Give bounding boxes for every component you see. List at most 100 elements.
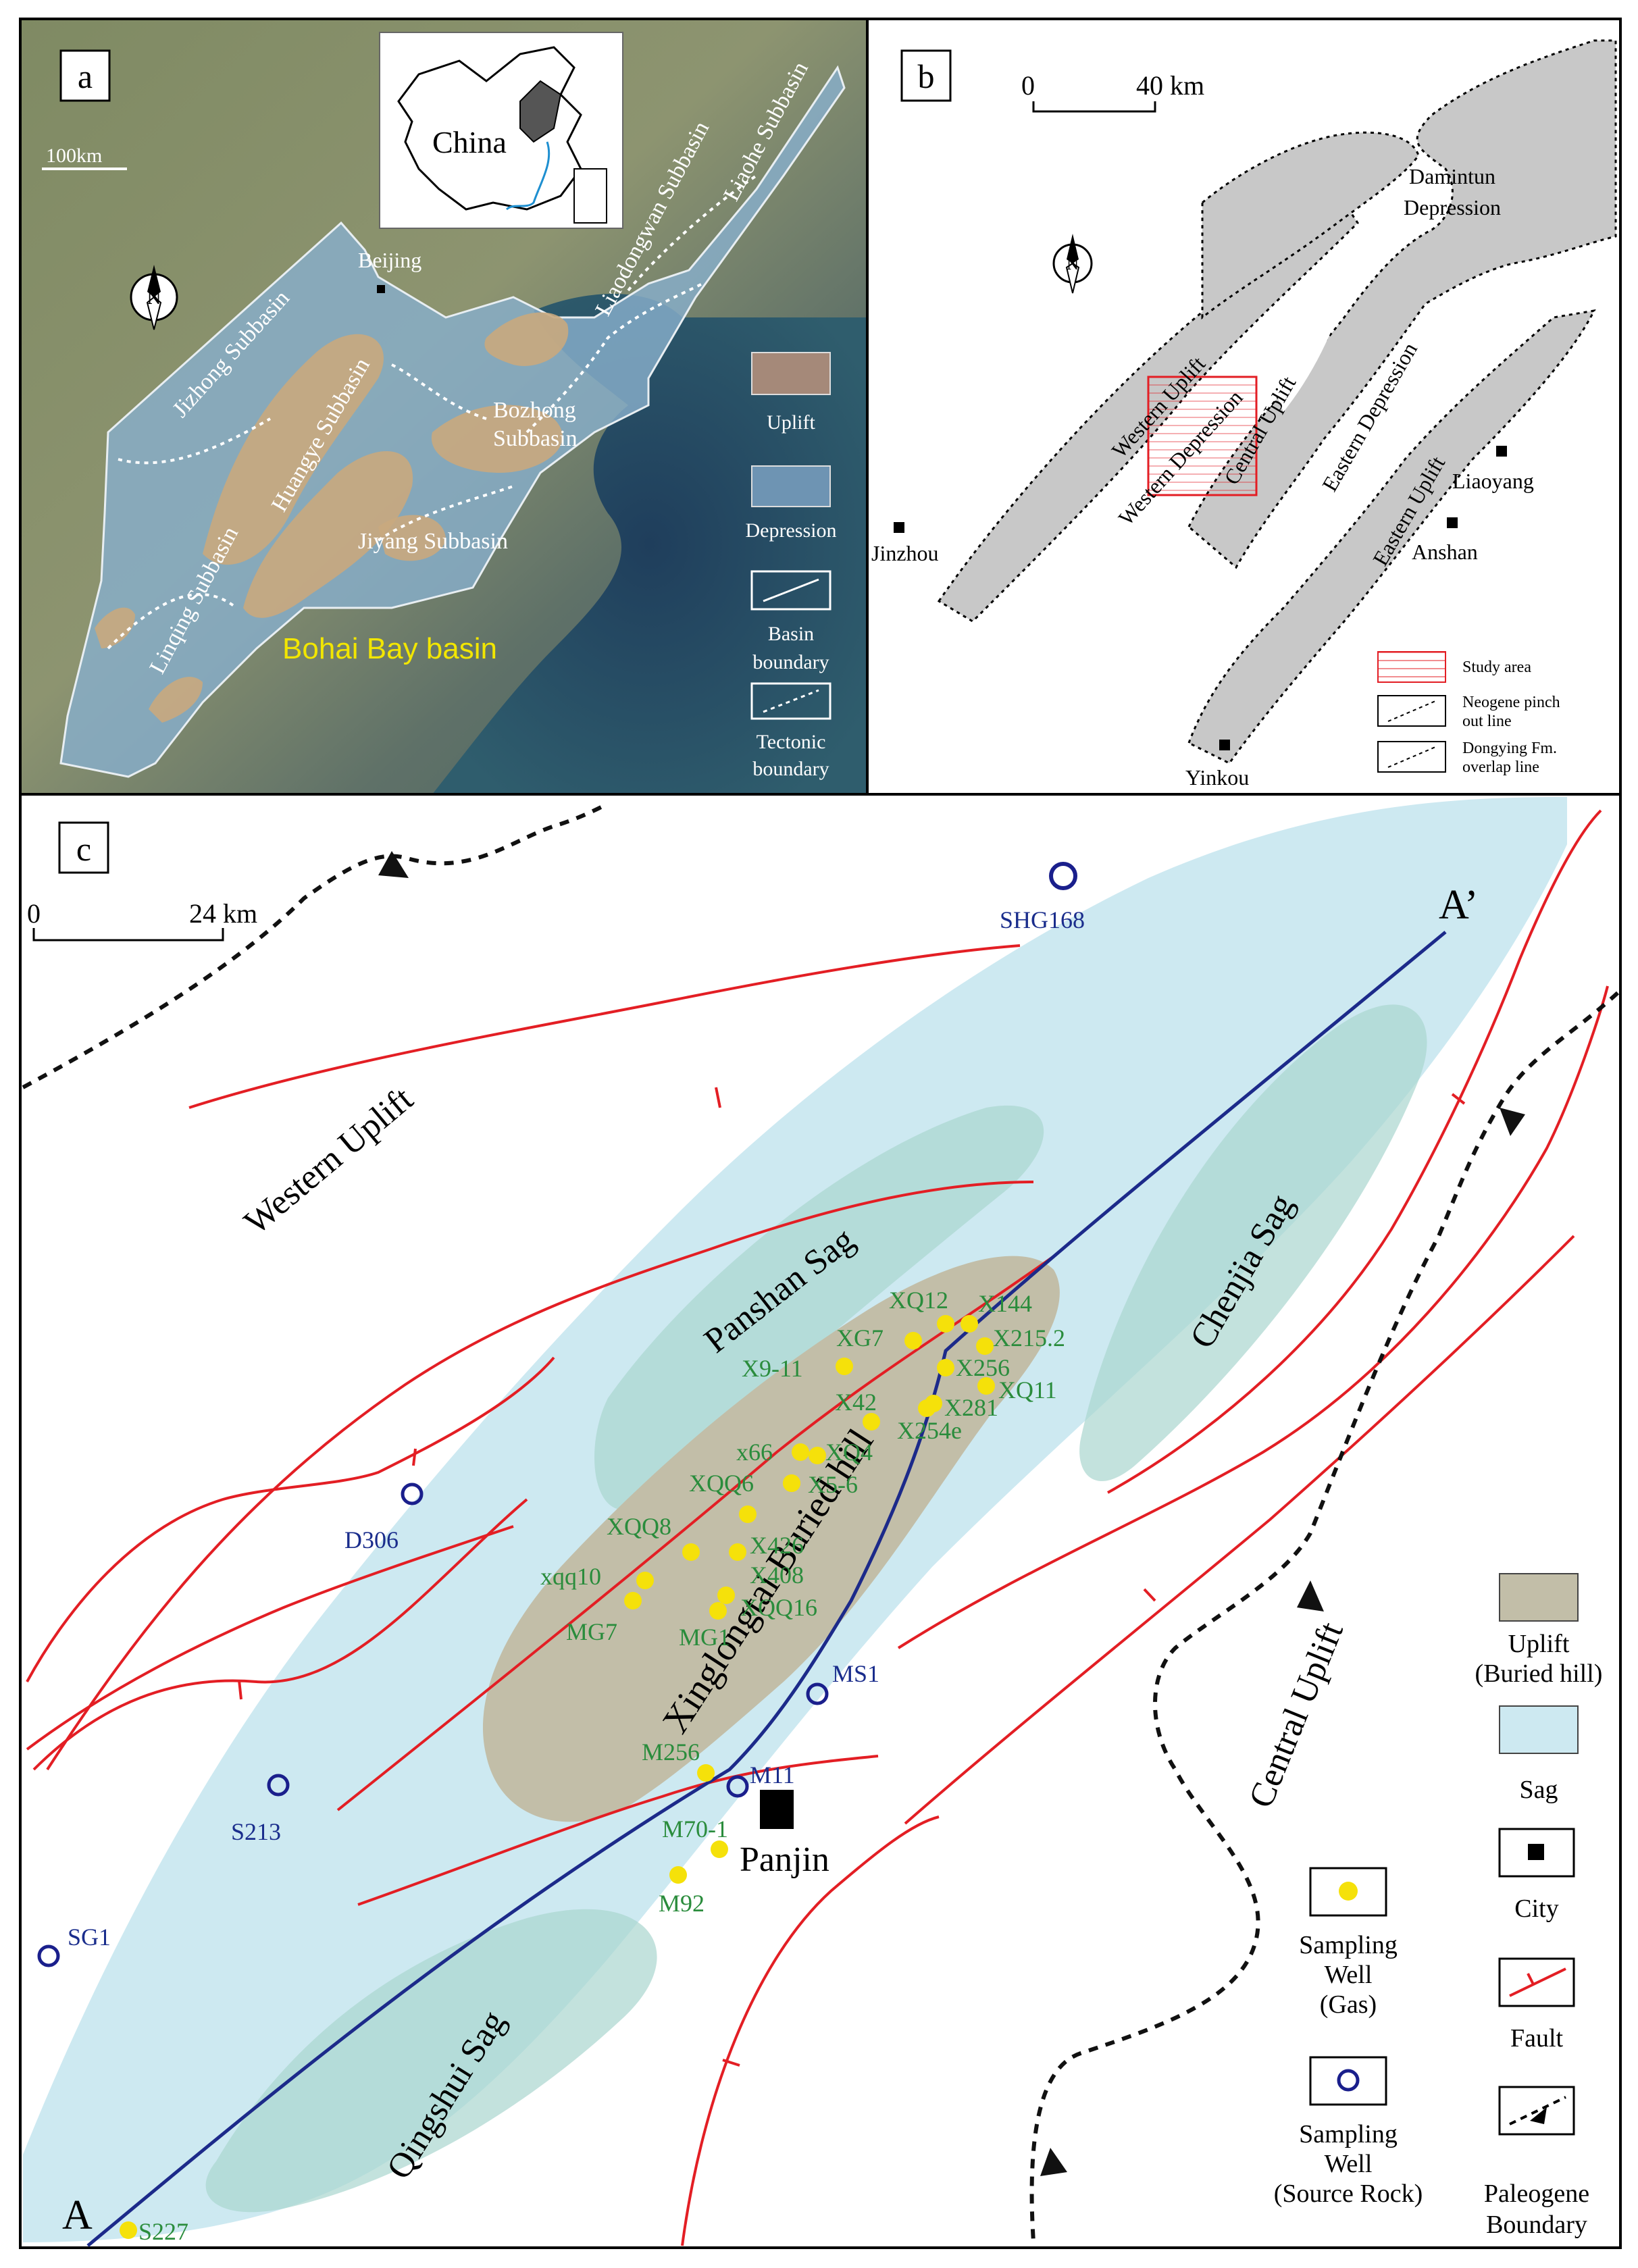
gas-wells: XQ12 X144 XG7 X215.2 X9-11 X256 X42 X281…	[120, 1287, 1065, 2245]
uplift-patches	[95, 312, 569, 723]
label-bozhong-2: Subbasin	[493, 426, 578, 451]
city-yinkou: Yinkou	[1185, 765, 1249, 790]
city-beijing: Beijing	[358, 248, 421, 272]
svg-text:X254e: X254e	[897, 1417, 962, 1444]
svg-text:M11: M11	[750, 1761, 795, 1788]
panel-c-scale-zero: 0	[27, 898, 41, 929]
inset-label-china: China	[432, 125, 507, 159]
well-x144: X144	[961, 1290, 1032, 1333]
xinglongtai-buried-hill	[482, 1256, 1060, 1822]
city-jinzhou: Jinzhou	[871, 541, 939, 565]
legend-fault: Fault	[1510, 2024, 1564, 2053]
well-s213: S213	[231, 1774, 290, 1845]
well-d306: D306	[344, 1483, 424, 1553]
svg-text:M256: M256	[642, 1738, 700, 1766]
fault-2	[26, 1525, 514, 1751]
well-mg1: MG1	[679, 1602, 730, 1651]
section-start-label: A	[62, 2192, 93, 2238]
paleogene-boundaries	[22, 802, 1620, 2243]
svg-text:X42: X42	[835, 1389, 877, 1416]
svg-text:XQQ6: XQQ6	[689, 1470, 754, 1497]
well-xqq16: XQQ16	[717, 1587, 817, 1621]
svg-text:x66: x66	[736, 1439, 773, 1466]
legend-uplift-2: (Buried hill)	[1475, 1659, 1603, 1688]
well-mg7: MG7	[566, 1592, 642, 1645]
label-damintun-2: Depression	[1404, 195, 1501, 220]
svg-text:X144: X144	[978, 1290, 1032, 1317]
legend-basin-boundary-2: boundary	[752, 651, 829, 673]
panel-c-scale-label: 24 km	[189, 898, 257, 929]
well-xq11: XQ11	[977, 1376, 1057, 1403]
svg-text:SHG168: SHG168	[1000, 906, 1085, 933]
north-arrow-icon: N	[130, 265, 178, 330]
panjin-marker	[760, 1790, 794, 1829]
svg-text:SG1: SG1	[68, 1924, 111, 1951]
panel-c-scale-bar	[32, 928, 224, 942]
panel-c-letter-box	[58, 821, 109, 874]
well-xqq8: XQQ8	[607, 1513, 700, 1561]
well-m256: M256	[642, 1738, 715, 1782]
svg-text:N: N	[1067, 256, 1079, 274]
chenjia-sag-core	[1079, 1004, 1427, 1481]
study-area-box	[1147, 376, 1258, 496]
eastern-uplift-shape	[1187, 309, 1596, 765]
svg-text:X215.2: X215.2	[993, 1324, 1065, 1351]
panel-a: a 100km N Beijing China Jizhong Subbasin…	[19, 18, 869, 796]
svg-text:M70-1: M70-1	[662, 1815, 728, 1842]
fault-1	[46, 1181, 1034, 1771]
well-shg168: SHG168	[1000, 862, 1085, 933]
section-end-label: A’	[1439, 882, 1479, 928]
legend-neogene-1: Neogene pinch	[1462, 694, 1560, 711]
panel-a-letter-box	[59, 49, 111, 102]
legend-uplift: Uplift	[1508, 1630, 1570, 1658]
city-anshan: Anshan	[1412, 540, 1478, 564]
panel-b-letter-box	[900, 49, 952, 102]
well-xq12: XQ12	[889, 1287, 954, 1333]
svg-text:XQQ8: XQQ8	[607, 1513, 671, 1540]
well-xg7: XG7	[836, 1324, 922, 1351]
city-panjin: Panjin	[740, 1840, 829, 1879]
well-x2152: X215.2	[976, 1324, 1065, 1355]
yinkou-marker	[1219, 740, 1230, 750]
legend-city: City	[1514, 1895, 1558, 1923]
fault-8	[904, 1235, 1575, 1825]
svg-text:X281: X281	[944, 1394, 998, 1421]
label-bozhong-1: Bozhong	[493, 398, 576, 423]
fault-7	[681, 1815, 940, 2246]
svg-text:X426: X426	[750, 1532, 804, 1559]
svg-text:MG1: MG1	[679, 1624, 730, 1651]
panel-b-letter: b	[918, 57, 935, 95]
panel-b-cities: Jinzhou Liaoyang Anshan Yinkou	[871, 446, 1534, 790]
panel-b-scale-bar	[1032, 101, 1156, 113]
panel-c: c 0 24 km A A’ Western Uplift Panshan Sa…	[19, 793, 1622, 2249]
panel-c-legend: Uplift (Buried hill) Sag City Fault Samp…	[1274, 1573, 1603, 2239]
panel-a-letter: a	[78, 57, 93, 95]
paleogene-triangles	[378, 851, 1525, 2176]
well-ms1: MS1	[806, 1660, 879, 1705]
fault-4	[26, 1356, 555, 1682]
basin-title: Bohai Bay basin	[282, 632, 497, 665]
well-x254e: X254e	[897, 1399, 962, 1444]
svg-text:X9-11: X9-11	[742, 1355, 803, 1382]
fault-6	[357, 1755, 879, 1906]
well-m92: M92	[659, 1866, 705, 1917]
legend-study-area: Study area	[1462, 659, 1531, 676]
well-x426: X426	[739, 1505, 804, 1559]
well-sg1: SG1	[37, 1924, 111, 1967]
svg-text:N: N	[147, 288, 161, 309]
fault-3	[32, 1498, 528, 1771]
well-m11: M11	[726, 1761, 795, 1798]
svg-text:D306: D306	[344, 1526, 399, 1553]
panel-a-scale-label: 100km	[46, 145, 102, 167]
legend-sag: Sag	[1520, 1776, 1558, 1804]
legend-gas-well-2: Well	[1325, 1961, 1373, 1989]
svg-text:S227: S227	[138, 2218, 188, 2245]
svg-text:XQQ16: XQQ16	[740, 1594, 817, 1621]
panel-c-letter: c	[76, 830, 91, 868]
legend-basin-boundary-1: Basin	[768, 623, 814, 645]
legend-dongying-2: overlap line	[1462, 758, 1539, 776]
fault-11	[188, 944, 1021, 1109]
panshan-sag-core	[594, 1105, 1044, 1510]
tectonic-boundaries	[107, 174, 758, 650]
fault-5	[336, 1255, 1055, 1811]
